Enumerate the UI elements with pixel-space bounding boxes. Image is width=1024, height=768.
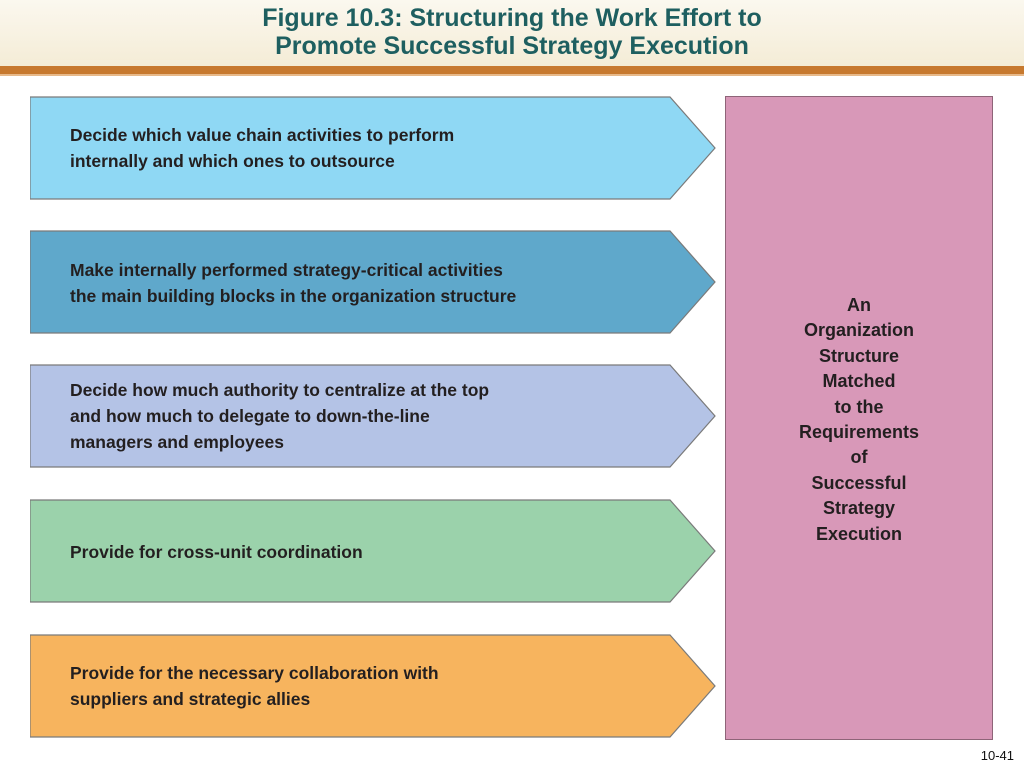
step-arrow-4: Provide for cross-unit coordination — [30, 499, 716, 603]
step-1-line-1: Decide which value chain activities to p… — [70, 125, 455, 145]
slide-title: Figure 10.3: Structuring the Work Effort… — [0, 4, 1024, 60]
step-arrow-1: Decide which value chain activities to p… — [30, 96, 716, 200]
outcome-line-3: Structure — [818, 345, 899, 366]
step-arrow-5: Provide for the necessary collaboration … — [30, 634, 716, 738]
step-2-line-1: Make internally performed strategy-criti… — [70, 260, 503, 280]
step-3-line-3: managers and employees — [70, 432, 284, 452]
outcome-box: An Organization Structure Matched to the… — [725, 96, 993, 740]
slide-title-line-1: Figure 10.3: Structuring the Work Effort… — [262, 4, 762, 32]
slide-title-line-2: Promote Successful Strategy Execution — [275, 32, 749, 60]
title-divider-highlight — [0, 74, 1024, 76]
step-5-line-2: suppliers and strategic allies — [70, 689, 311, 709]
step-5-line-1: Provide for the necessary collaboration … — [70, 663, 439, 683]
title-divider — [0, 66, 1024, 74]
step-arrow-3: Decide how much authority to centralize … — [30, 364, 716, 468]
arrow-shape-3 — [30, 364, 716, 468]
step-text-4: Provide for cross-unit coordination — [70, 539, 590, 565]
outcome-line-5: to the — [834, 396, 884, 417]
outcome-line-7: of — [850, 447, 868, 468]
step-arrow-2: Make internally performed strategy-criti… — [30, 230, 716, 334]
step-3-line-1: Decide how much authority to centralize … — [70, 380, 490, 400]
outcome-line-6: Requirements — [798, 422, 920, 443]
slide-number: 10-41 — [980, 748, 1014, 763]
outcome-line-8: Successful — [811, 472, 907, 493]
step-text-3: Decide how much authority to centralize … — [70, 377, 590, 455]
step-text-5: Provide for the necessary collaboration … — [70, 660, 590, 712]
arrow-shape-4 — [30, 499, 716, 603]
outcome-line-2: Organization — [803, 320, 914, 341]
step-3-line-2: and how much to delegate to down-the-lin… — [70, 406, 430, 426]
outcome-line-9: Strategy — [822, 498, 896, 519]
step-text-2: Make internally performed strategy-criti… — [70, 257, 590, 309]
outcome-line-4: Matched — [822, 371, 896, 392]
title-band: Figure 10.3: Structuring the Work Effort… — [0, 0, 1024, 66]
step-1-line-2: internally and which ones to outsource — [70, 151, 395, 171]
arrow-shape-2 — [30, 230, 716, 334]
step-4-line-1: Provide for cross-unit coordination — [70, 542, 363, 562]
arrow-shape-5 — [30, 634, 716, 738]
outcome-line-10: Execution — [815, 523, 903, 544]
outcome-text: An Organization Structure Matched to the… — [726, 293, 992, 547]
arrow-shape-1 — [30, 96, 716, 200]
outcome-line-1: An — [847, 295, 871, 315]
step-2-line-2: the main building blocks in the organiza… — [70, 286, 517, 306]
step-text-1: Decide which value chain activities to p… — [70, 122, 590, 174]
